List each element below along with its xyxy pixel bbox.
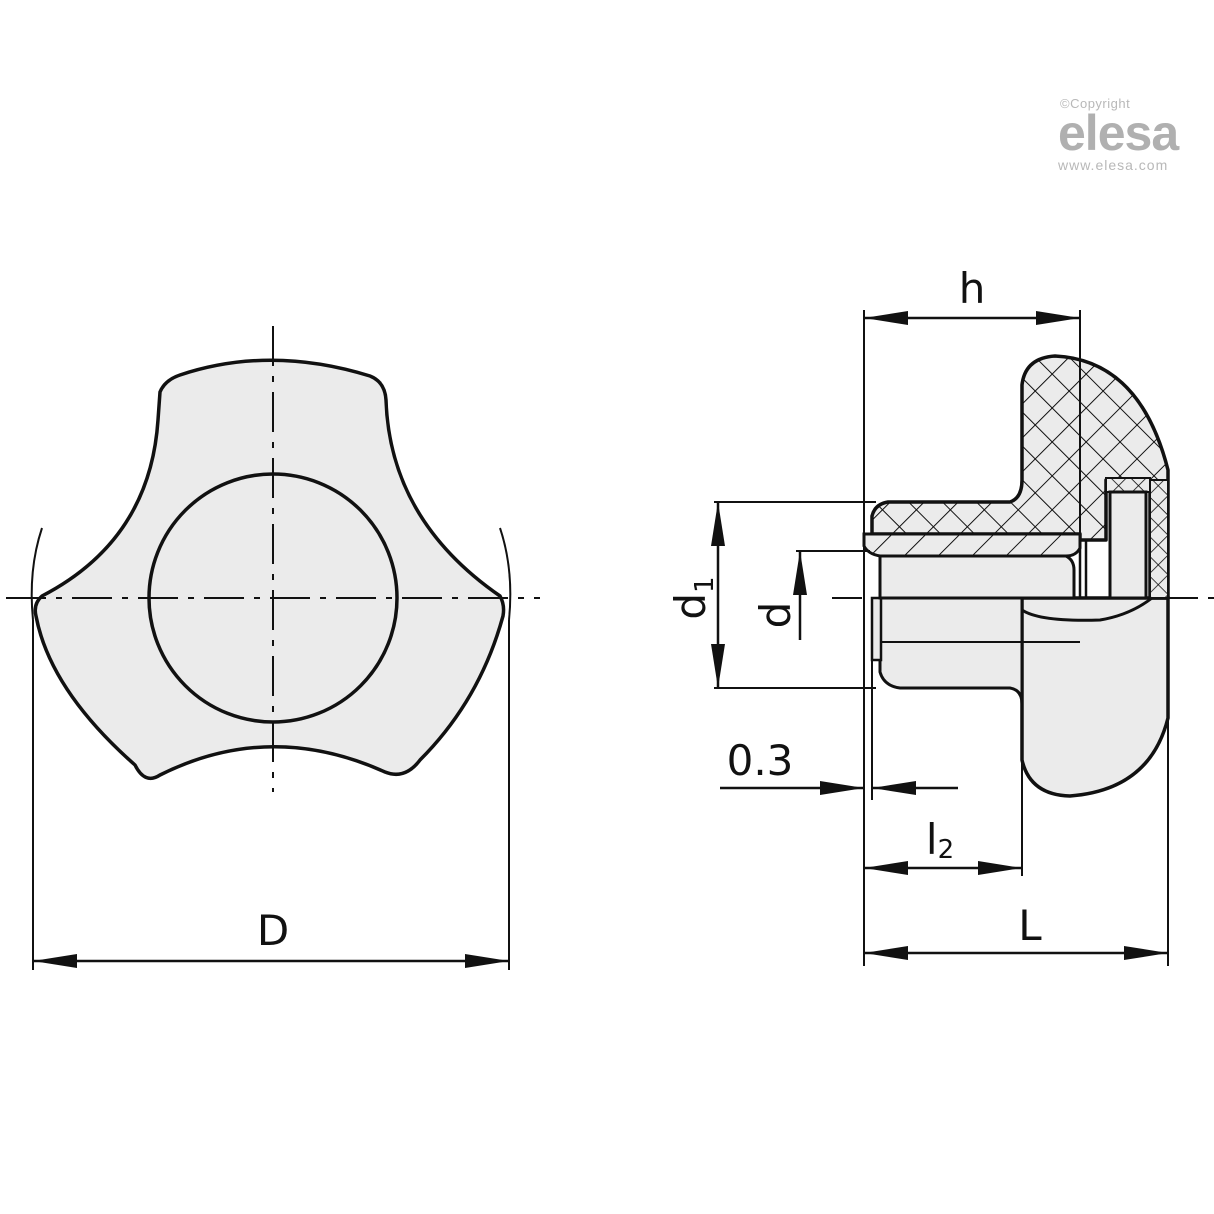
section-view: h d1 d 0.3 l2 L bbox=[666, 264, 1214, 966]
front-view: D bbox=[6, 326, 540, 970]
label-d1: d1 bbox=[666, 576, 720, 619]
label-h: h bbox=[959, 264, 986, 313]
website-url: www.elesa.com bbox=[1058, 157, 1169, 173]
knob-body-lower bbox=[1020, 596, 1170, 798]
label-l2: l2 bbox=[926, 815, 954, 865]
cap-cavity bbox=[1108, 490, 1148, 600]
copyright-text: ©Copyright bbox=[1060, 96, 1131, 111]
label-d: d bbox=[751, 602, 800, 629]
label-L: L bbox=[1018, 901, 1042, 950]
label-gap: 0.3 bbox=[727, 736, 794, 785]
insert-lower bbox=[878, 596, 1024, 705]
elesa-logo: elesa bbox=[1058, 105, 1179, 161]
label-D: D bbox=[257, 906, 289, 955]
knob-body-section bbox=[870, 354, 1170, 600]
elesa-watermark: ©Copyright elesa www.elesa.com bbox=[1058, 96, 1208, 173]
threaded-insert-section bbox=[862, 532, 1082, 558]
